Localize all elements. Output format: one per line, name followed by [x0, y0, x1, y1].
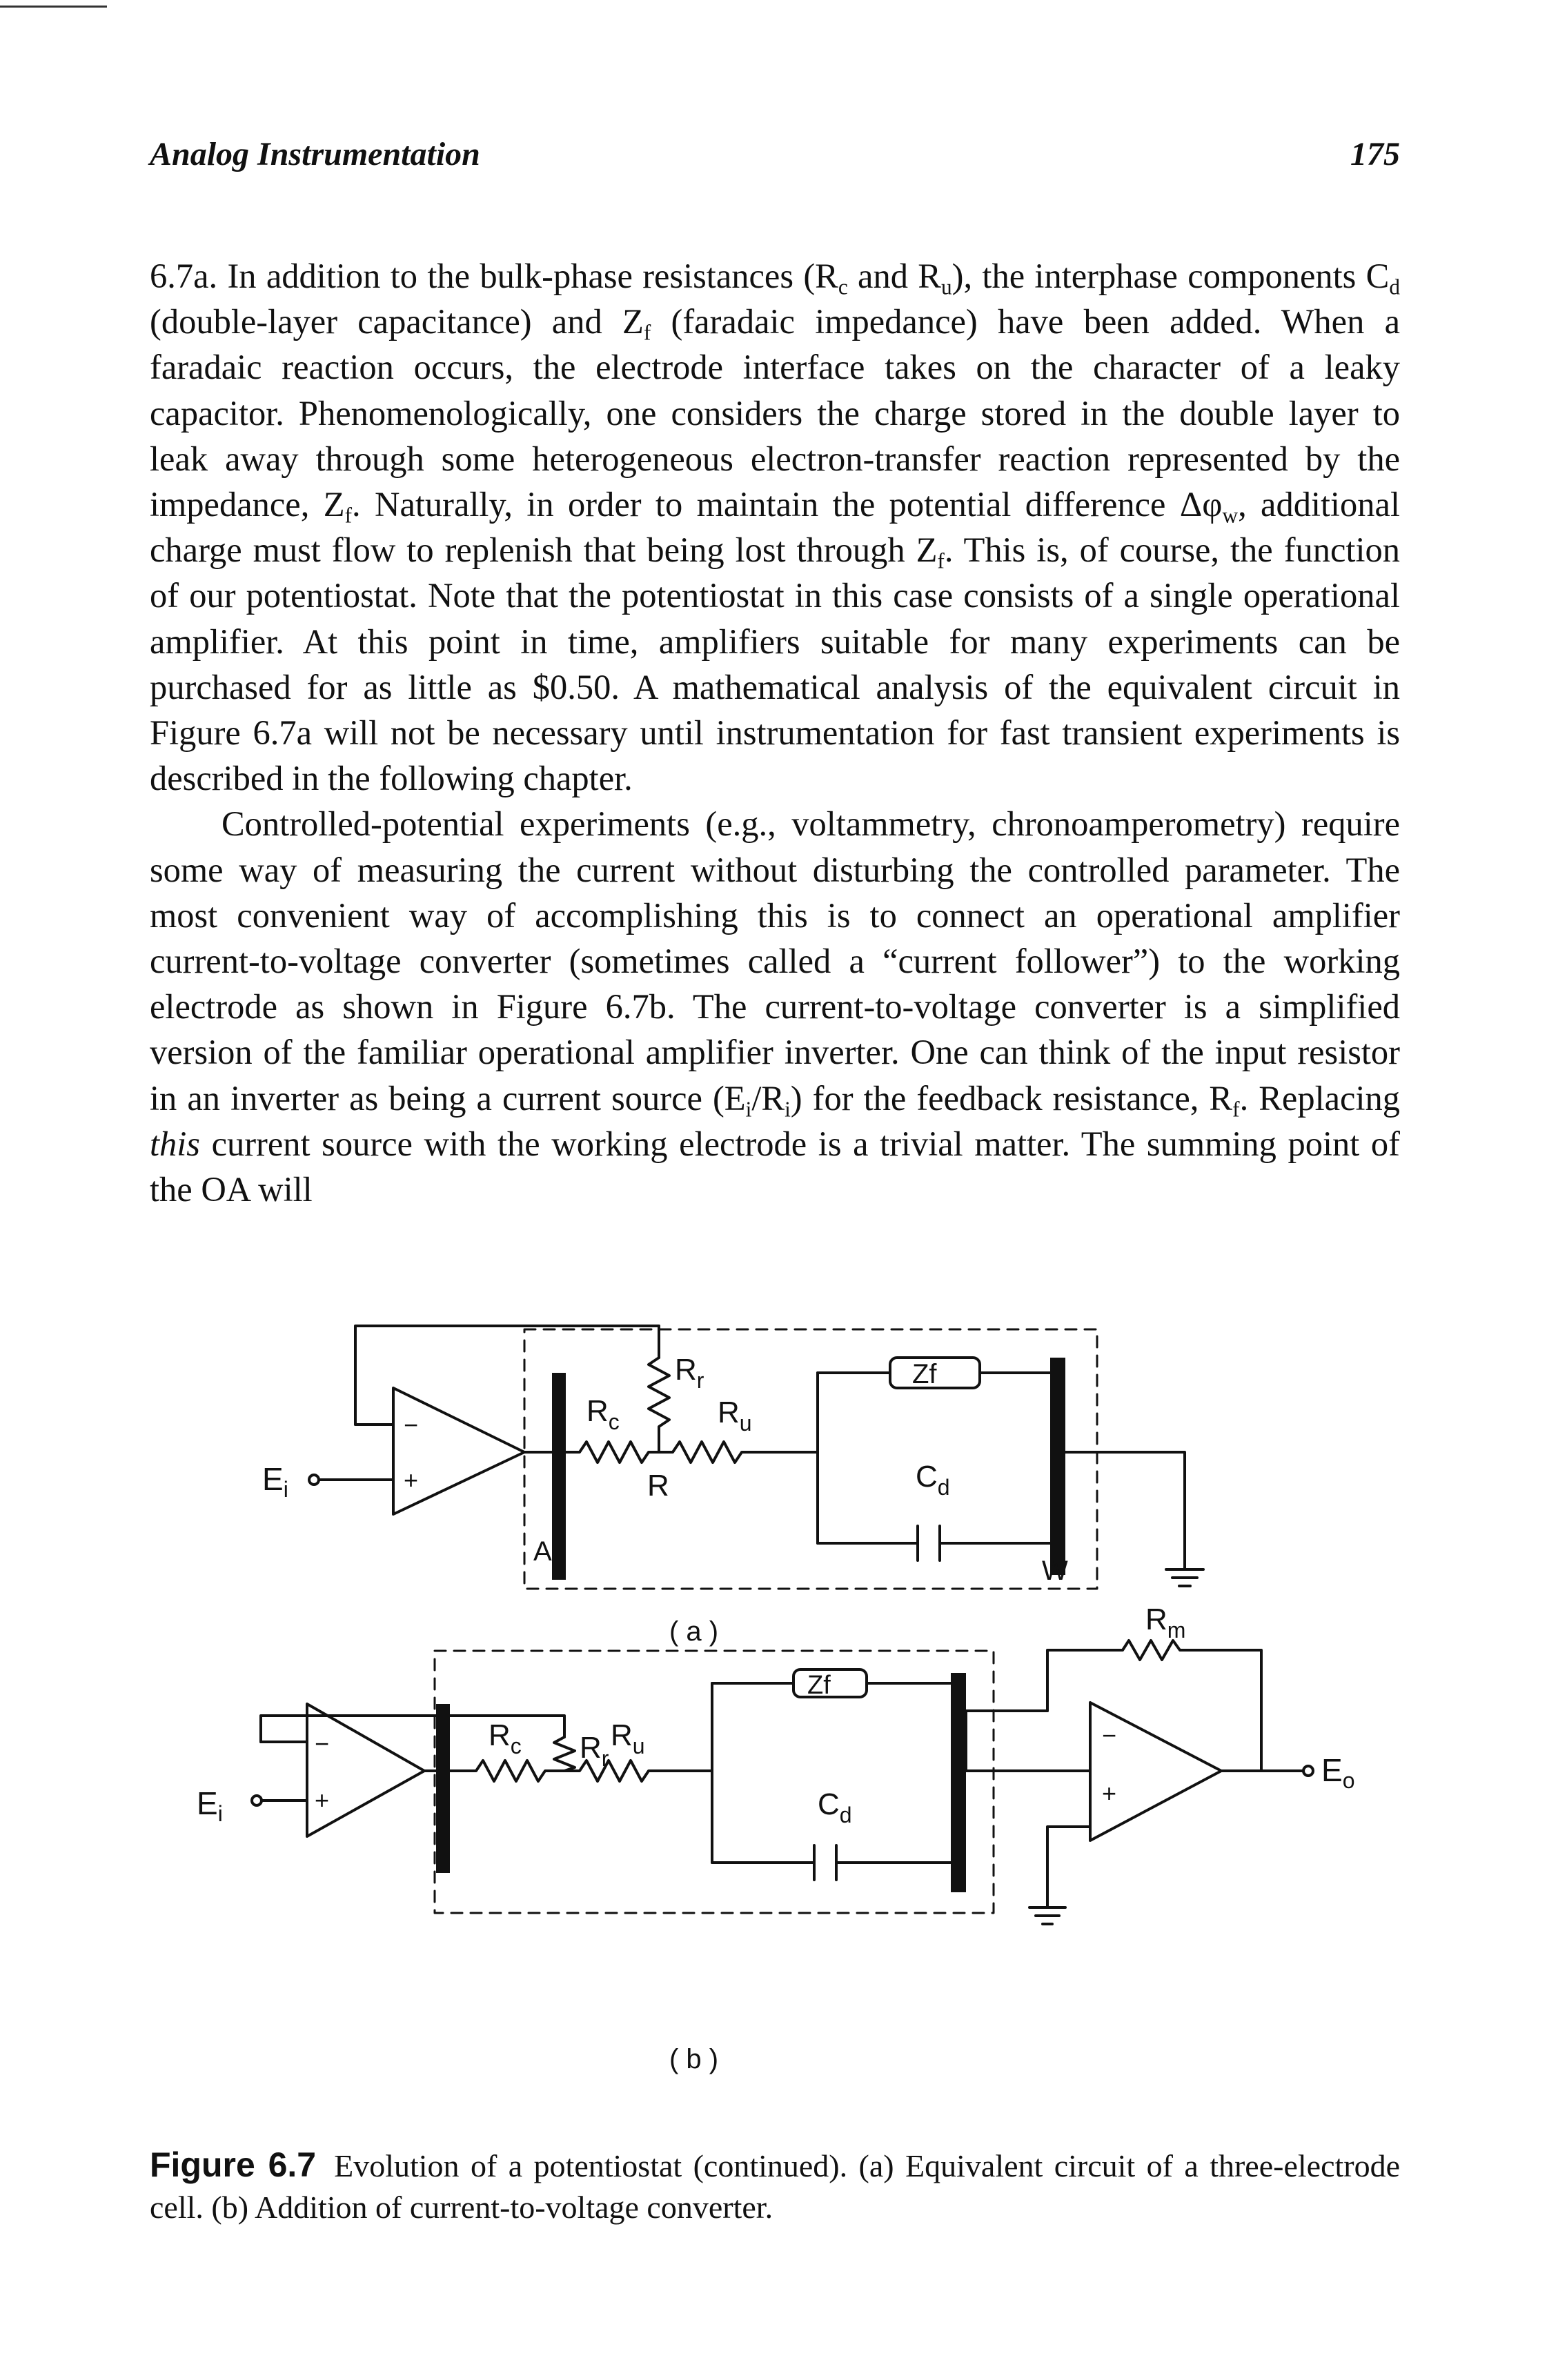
counter-electrode-b: [436, 1704, 450, 1873]
circuit-diagram: Ei − + Rr Rc Ru R Zf Cd A W ( a ) Ei − +…: [197, 1325, 1354, 2074]
input-terminal-b: [250, 1794, 263, 1807]
caption-text: Evolution of a potentiostat (continued).…: [150, 2148, 1400, 2225]
op-amp-b-potentiostat: [306, 1703, 426, 1838]
op-amp-a: [392, 1387, 526, 1516]
label-ru-b: Ru: [611, 1718, 645, 1758]
label-r-a: R: [647, 1469, 669, 1503]
output-terminal-b: [1302, 1765, 1314, 1777]
input-terminal-a: [308, 1474, 320, 1486]
label-rc-a: Rc: [586, 1394, 620, 1434]
label-ei-b: Ei: [197, 1785, 223, 1826]
panel-a-label: ( a ): [669, 1616, 718, 1647]
zf-box-b: [792, 1668, 868, 1698]
panel-a-wires: [316, 1325, 1205, 1587]
minus-sign-b2: −: [1102, 1721, 1116, 1749]
label-zf-a: Zf: [912, 1359, 937, 1389]
paragraph-2: Controlled-potential experiments (e.g., …: [150, 804, 1400, 1209]
running-title: Analog Instrumentation: [150, 136, 480, 172]
cell-boundary-a: [523, 1328, 1098, 1590]
cell-boundary-b: [433, 1649, 995, 1914]
paragraph-1: 6.7a. In addition to the bulk-phase resi…: [150, 257, 1400, 798]
label-ru-a: Ru: [718, 1396, 752, 1436]
working-electrode-b: [951, 1673, 966, 1892]
panel-b-label: ( b ): [669, 2044, 718, 2074]
minus-sign-b1: −: [315, 1729, 329, 1758]
label-zf-b: Zf: [807, 1671, 831, 1700]
zf-box-a: [889, 1356, 981, 1389]
plus-sign-b1: +: [315, 1786, 329, 1814]
running-head: Analog Instrumentation 175: [150, 135, 1400, 184]
label-a-electrode: A: [533, 1536, 552, 1567]
op-amp-b-current-follower: [1089, 1701, 1223, 1842]
label-rm-b: Rm: [1145, 1603, 1185, 1643]
plus-sign-b2: +: [1102, 1779, 1116, 1807]
label-cd-b: Cd: [818, 1787, 852, 1827]
panel-b-wires: [259, 1639, 1305, 1925]
label-w-electrode: W: [1042, 1556, 1068, 1586]
label-rr-b: Rr: [580, 1731, 609, 1771]
label-rr-a: Rr: [675, 1353, 704, 1393]
counter-electrode-a: [552, 1373, 566, 1580]
label-cd-a: Cd: [916, 1460, 950, 1500]
page-number: 175: [1350, 136, 1400, 172]
figure-label: Figure 6.7: [150, 2145, 317, 2184]
working-electrode-a: [1050, 1358, 1065, 1575]
body-text: 6.7a. In addition to the bulk-phase resi…: [150, 253, 1400, 1212]
figure-6-7: Ei − + Rr Rc Ru R Zf Cd A W ( a ) Ei − +…: [0, 1297, 1558, 2111]
label-eo-b: Eo: [1321, 1752, 1354, 1793]
top-rule: [0, 6, 107, 8]
plus-sign-a: +: [404, 1466, 418, 1494]
label-rc-b: Rc: [489, 1718, 522, 1758]
label-ei-a: Ei: [262, 1461, 288, 1502]
minus-sign-a: −: [404, 1411, 418, 1439]
